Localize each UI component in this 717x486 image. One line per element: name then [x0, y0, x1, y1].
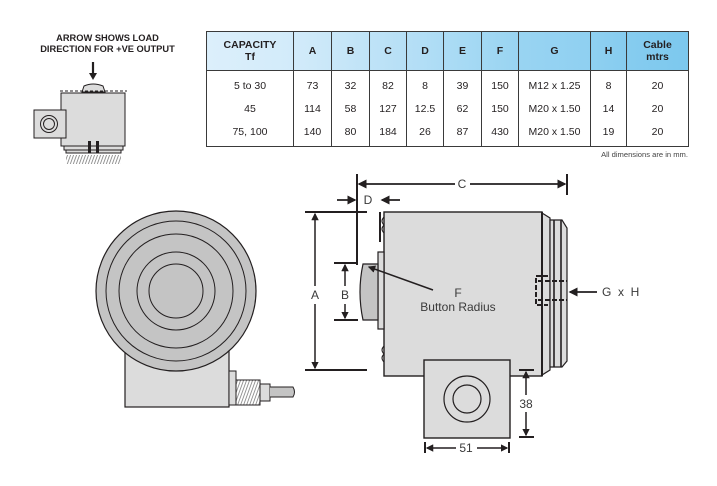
table-cell: 127: [369, 97, 407, 120]
table-cell: 20: [626, 70, 689, 97]
label-38: 38: [519, 397, 533, 411]
load-arrow-icon: [89, 62, 97, 80]
label-51: 51: [459, 441, 473, 455]
label-C: C: [458, 177, 467, 191]
load-direction-caption: ARROW SHOWS LOAD DIRECTION FOR +VE OUTPU…: [0, 33, 215, 55]
table-cell: 87: [443, 120, 482, 147]
dimension-D: D: [337, 193, 400, 207]
column-header: H: [590, 31, 627, 71]
label-A: A: [311, 288, 319, 302]
table-cell: 5 to 30: [206, 70, 294, 97]
column-header-label: B: [346, 45, 355, 57]
column-header-sublabel: Tf: [245, 51, 255, 63]
column-header-label: G: [550, 45, 559, 57]
thumbnail-body: [60, 92, 126, 147]
label-D: D: [364, 193, 373, 207]
table-cell: 19: [590, 120, 627, 147]
column-header-label: C: [384, 45, 392, 57]
dimension-C: C: [356, 174, 568, 265]
table-cell: 26: [406, 120, 444, 147]
column-header-sublabel: mtrs: [646, 51, 669, 63]
dimension-F: F Button Radius: [367, 265, 496, 314]
table-cell: 8: [590, 70, 627, 97]
column-header-label: A: [308, 45, 317, 57]
dimension-B: B: [334, 262, 358, 321]
column-header: F: [481, 31, 519, 71]
label-button-radius: Button Radius: [420, 300, 495, 314]
table-cell: 114: [293, 97, 332, 120]
cable-gland: [228, 370, 295, 406]
table-cell: M20 x 1.50: [518, 97, 591, 120]
side-view: [359, 211, 568, 439]
column-header-label: H: [604, 45, 613, 57]
thumbnail-connector-box: [33, 109, 67, 139]
caption-line-1: ARROW SHOWS LOAD: [56, 33, 159, 43]
table-cell: 20: [626, 97, 689, 120]
units-footnote: All dimensions are in mm.: [601, 150, 688, 159]
front-face-disc: [95, 210, 257, 372]
thumbnail-button: [81, 83, 106, 93]
column-header-label: CAPACITY: [223, 39, 277, 51]
column-header-label: Cable: [643, 39, 672, 51]
column-header-label: F: [496, 45, 504, 57]
caption-line-2: DIRECTION FOR +VE OUTPUT: [40, 44, 175, 54]
table-cell: 12.5: [406, 97, 444, 120]
table-cell: M12 x 1.25: [518, 70, 591, 97]
table-cell: 75, 100: [206, 120, 294, 147]
dimension-38: 38: [519, 369, 534, 438]
side-connector-box: [423, 359, 511, 439]
load-button: [359, 263, 379, 321]
column-header-label: E: [458, 45, 466, 57]
column-header: D: [406, 31, 444, 71]
cable-end: [270, 386, 295, 398]
front-view: [95, 210, 295, 408]
thumbnail-base-hatch: [66, 155, 121, 164]
table-cell: 32: [331, 70, 370, 97]
table-cell: M20 x 1.50: [518, 120, 591, 147]
column-header: E: [443, 31, 482, 71]
table-cell: 150: [481, 70, 519, 97]
dimension-GxH: G x H: [568, 285, 639, 299]
side-body: [383, 211, 543, 377]
table-cell: 20: [626, 120, 689, 147]
label-F: F: [454, 286, 461, 300]
dimension-51: 51: [424, 441, 510, 455]
label-g-x-h: G x H: [602, 285, 639, 299]
table-cell: 184: [369, 120, 407, 147]
table-cell: 39: [443, 70, 482, 97]
column-header: G: [518, 31, 591, 71]
label-B: B: [341, 288, 349, 302]
column-header: B: [331, 31, 370, 71]
column-header-label: D: [421, 45, 429, 57]
thumbnail-view: [33, 62, 127, 164]
table-cell: 8: [406, 70, 444, 97]
